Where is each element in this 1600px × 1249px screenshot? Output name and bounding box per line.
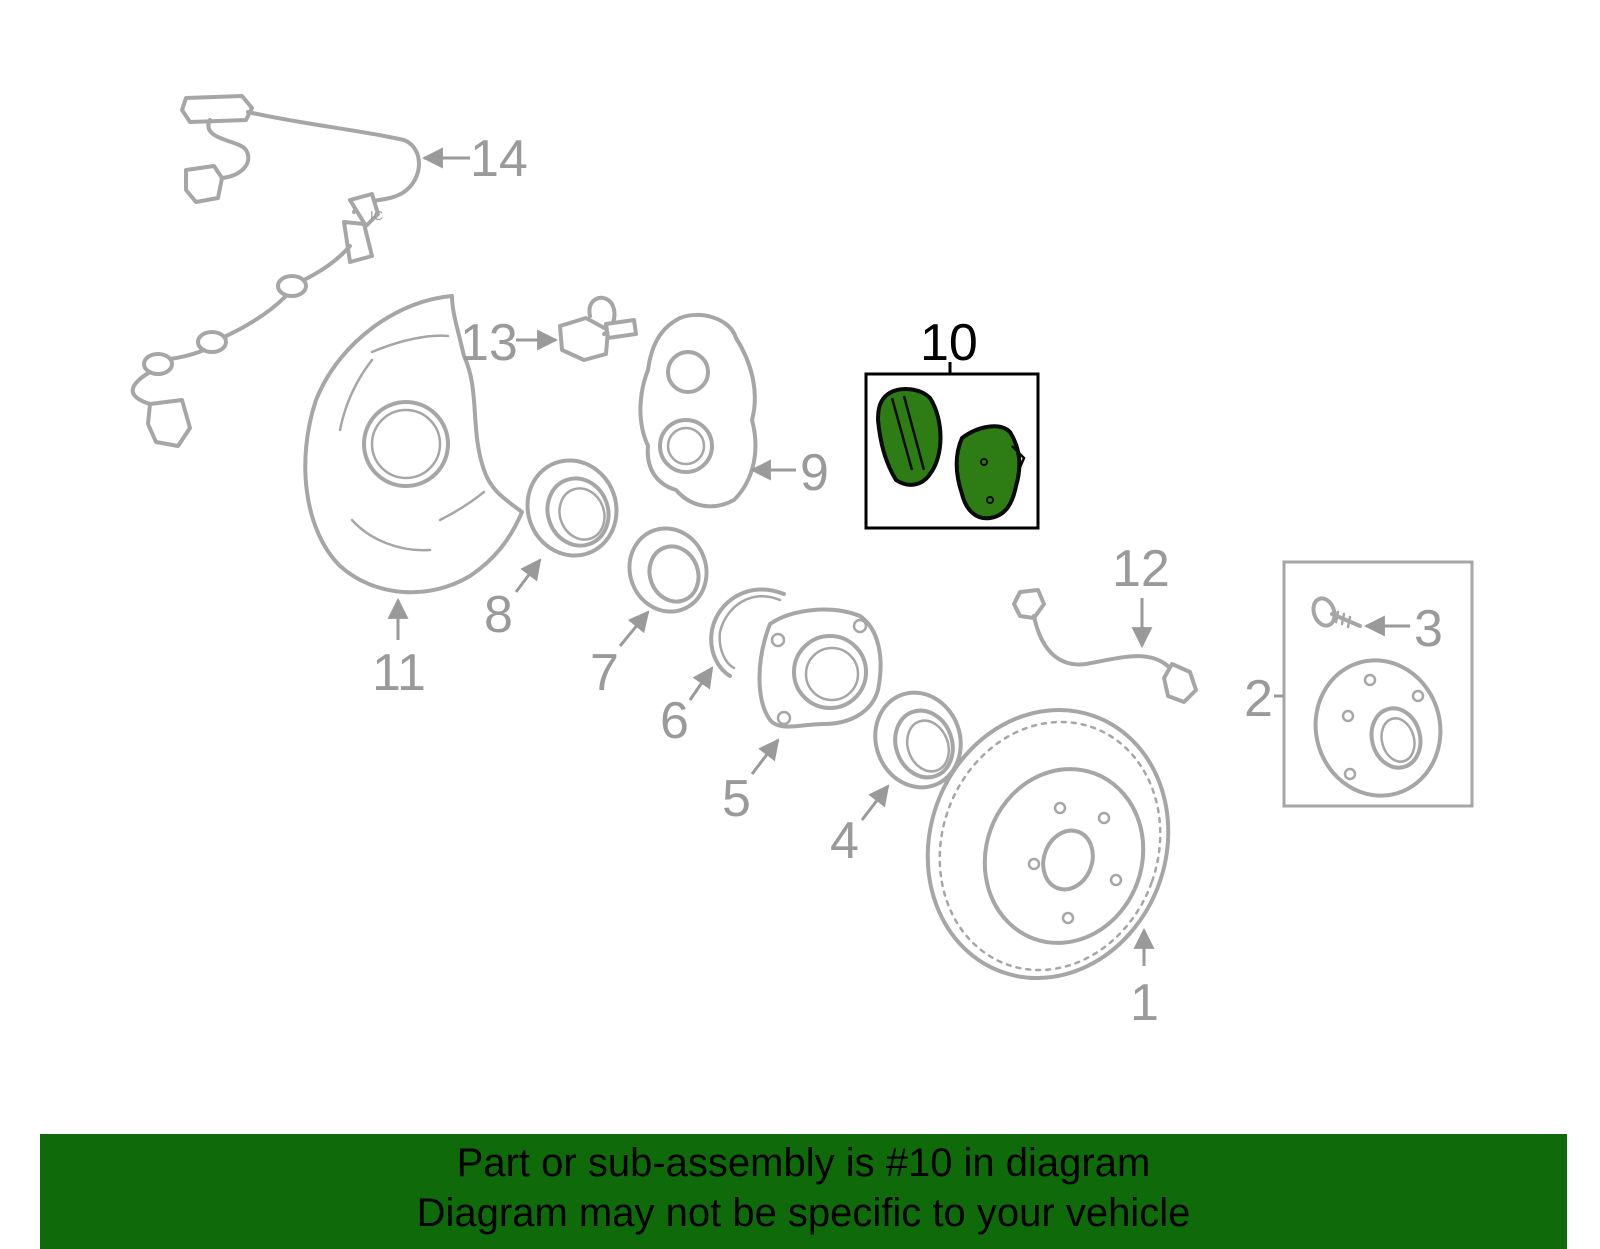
- callout-13[interactable]: 13: [460, 314, 518, 372]
- info-banner: Part or sub-assembly is #10 in diagram D…: [40, 1134, 1567, 1249]
- outer-bearing[interactable]: [862, 681, 974, 800]
- speed-sensor[interactable]: [558, 295, 638, 362]
- callout-4[interactable]: 4: [830, 812, 859, 870]
- callout-12[interactable]: 12: [1112, 540, 1170, 598]
- oil-seal[interactable]: [514, 448, 630, 568]
- callout-10[interactable]: 10: [920, 314, 978, 372]
- wheel-stud[interactable]: [1310, 595, 1362, 629]
- brake-rotor[interactable]: [891, 676, 1206, 1012]
- callout-1[interactable]: 1: [1130, 974, 1159, 1032]
- brake-pads-group[interactable]: [864, 362, 1040, 530]
- callout-14[interactable]: 14: [470, 130, 528, 188]
- wheel-bearing[interactable]: [618, 518, 718, 623]
- hub-assembly-group[interactable]: [1282, 560, 1474, 810]
- brake-hose[interactable]: [1012, 588, 1198, 704]
- wheel-hub[interactable]: [1301, 646, 1456, 809]
- dust-shield[interactable]: [303, 294, 524, 595]
- brake-pad-inner[interactable]: [876, 387, 943, 487]
- callout-6[interactable]: 6: [660, 692, 689, 750]
- brake-pad-outer[interactable]: [954, 424, 1022, 521]
- hub-carrier[interactable]: [757, 607, 883, 729]
- callout-7[interactable]: 7: [590, 644, 619, 702]
- callout-3[interactable]: 3: [1414, 600, 1443, 658]
- callout-9[interactable]: 9: [800, 444, 829, 502]
- abs-wire-harness[interactable]: IC: [130, 94, 421, 448]
- snap-ring[interactable]: [709, 587, 786, 678]
- callout-8[interactable]: 8: [484, 586, 513, 644]
- callout-5[interactable]: 5: [722, 770, 751, 828]
- callout-2[interactable]: 2: [1244, 670, 1273, 728]
- banner-line-part: Part or sub-assembly is #10 in diagram: [456, 1141, 1151, 1185]
- banner-line-disclaimer: Diagram may not be specific to your vehi…: [416, 1191, 1191, 1235]
- sensor-connector-text: IC: [370, 208, 383, 223]
- brake-caliper[interactable]: [638, 312, 758, 509]
- callout-11[interactable]: 11: [372, 644, 426, 702]
